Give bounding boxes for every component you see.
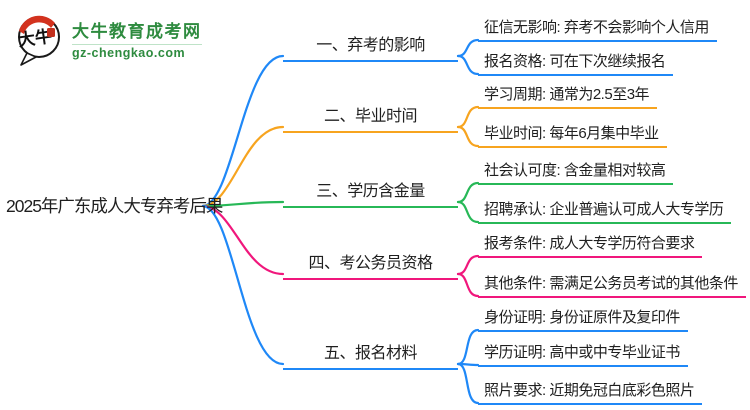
leaf-node-study-period: 学习周期: 通常为2.5至3年 <box>478 84 658 109</box>
leaf-node-graduation-month: 毕业时间: 每年6月集中毕业 <box>478 123 667 148</box>
branch-node-degree-value: 三、学历含金量 <box>283 177 458 208</box>
leaf-node-education-proof: 学历证明: 高中或中专毕业证书 <box>478 342 688 367</box>
mindmap-root-node: 2025年广东成人大专弃考后果 <box>6 196 223 216</box>
site-domain: gz-chengkao.com <box>72 44 202 61</box>
branch-node-civil-service-eligibility: 四、考公务员资格 <box>283 249 458 280</box>
site-name: 大牛教育成考网 <box>72 22 202 41</box>
leaf-node-photo-requirement: 照片要求: 近期免冠白底彩色照片 <box>478 380 703 405</box>
site-logo[interactable]: 大牛 大牛教育成考网 gz-chengkao.com <box>14 12 202 71</box>
leaf-node-employer-recognition: 招聘承认: 企业普遍认可成人大专学历 <box>478 199 732 224</box>
ox-speech-bubble-icon: 大牛 <box>14 12 64 71</box>
leaf-node-reapply-eligibility: 报名资格: 可在下次继续报名 <box>478 51 674 76</box>
branch-node-abandon-impact: 一、弃考的影响 <box>283 31 458 62</box>
leaf-node-social-recognition: 社会认可度: 含金量相对较高 <box>478 160 674 185</box>
leaf-node-identity-proof: 身份证明: 身份证原件及复印件 <box>478 307 688 332</box>
branch-node-graduation-time: 二、毕业时间 <box>283 102 458 133</box>
branch-node-registration-materials: 五、报名材料 <box>283 339 458 370</box>
leaf-node-application-condition: 报考条件: 成人大专学历符合要求 <box>478 233 703 258</box>
leaf-node-credit-no-impact: 征信无影响: 弃考不会影响个人信用 <box>478 17 717 42</box>
leaf-node-other-conditions: 其他条件: 需满足公务员考试的其他条件 <box>478 273 746 298</box>
